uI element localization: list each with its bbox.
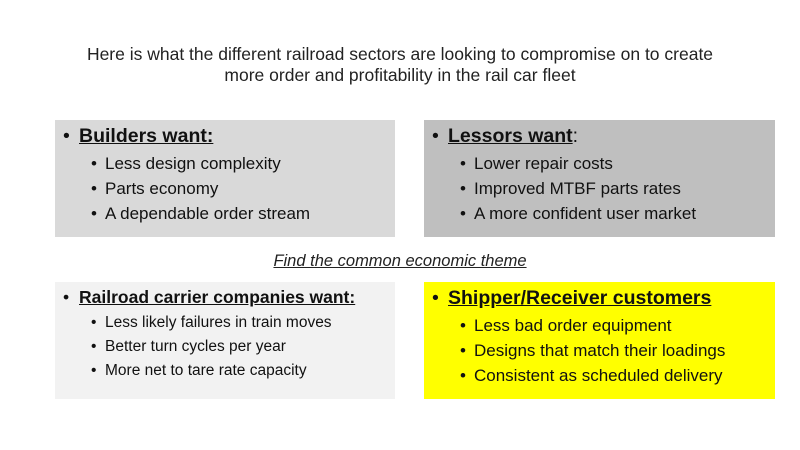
intro-line-1: Here is what the different railroad sect… bbox=[86, 44, 714, 64]
bullet: • bbox=[460, 179, 466, 198]
list-item-text: Less likely failures in train moves bbox=[105, 314, 332, 331]
lessors-heading: • Lessors want: bbox=[432, 124, 765, 148]
list-item-text: A more confident user market bbox=[474, 204, 697, 223]
list-item-text: Parts economy bbox=[105, 179, 219, 198]
bullet: • bbox=[91, 179, 97, 198]
list-item: • Less bad order equipment bbox=[460, 313, 765, 338]
intro-text: Here is what the different railroad sect… bbox=[40, 44, 760, 86]
list-item-text: Less design complexity bbox=[105, 154, 281, 173]
list-item: • More net to tare rate capacity bbox=[91, 359, 385, 383]
bullet: • bbox=[460, 204, 466, 223]
shippers-heading: • Shipper/Receiver customers bbox=[432, 286, 765, 310]
list-item: • Lower repair costs bbox=[460, 151, 765, 176]
bullet: • bbox=[91, 362, 97, 379]
bullet: • bbox=[432, 287, 439, 309]
shippers-box: • Shipper/Receiver customers • Less bad o… bbox=[424, 282, 775, 399]
bullet: • bbox=[63, 287, 70, 307]
shippers-list: • Less bad order equipment • Designs that … bbox=[432, 313, 765, 388]
builders-box: • Builders want: • Less design complexity… bbox=[55, 120, 395, 237]
bullet: • bbox=[460, 341, 466, 360]
list-item: • Designs that match their loadings bbox=[460, 338, 765, 363]
list-item: • Less design complexity bbox=[91, 151, 385, 176]
builders-heading: • Builders want: bbox=[63, 124, 385, 148]
bullet: • bbox=[460, 316, 466, 335]
list-item-text: Lower repair costs bbox=[474, 154, 613, 173]
list-item-text: Less bad order equipment bbox=[474, 316, 672, 335]
lessors-box: • Lessors want: • Lower repair costs • Imp… bbox=[424, 120, 775, 237]
list-item: • A more confident user market bbox=[460, 201, 765, 226]
list-item-text: Consistent as scheduled delivery bbox=[474, 366, 723, 385]
bullet: • bbox=[91, 314, 97, 331]
bullet: • bbox=[63, 125, 70, 147]
shippers-heading-text: Shipper/Receiver customers bbox=[448, 287, 712, 309]
builders-list: • Less design complexity • Parts economy •… bbox=[63, 151, 385, 226]
list-item-text: More net to tare rate capacity bbox=[105, 362, 307, 379]
list-item: • A dependable order stream bbox=[91, 201, 385, 226]
list-item: • Parts economy bbox=[91, 176, 385, 201]
bullet: • bbox=[460, 154, 466, 173]
list-item-text: Better turn cycles per year bbox=[105, 338, 286, 355]
list-item-text: Improved MTBF parts rates bbox=[474, 179, 681, 198]
carriers-list: • Less likely failures in train moves • Be… bbox=[63, 311, 385, 383]
list-item: • Improved MTBF parts rates bbox=[460, 176, 765, 201]
list-item: • Consistent as scheduled delivery bbox=[460, 363, 765, 388]
lessors-heading-text: Lessors want bbox=[448, 125, 573, 147]
list-item-text: Designs that match their loadings bbox=[474, 341, 726, 360]
list-item-text: A dependable order stream bbox=[105, 204, 311, 223]
list-item: • Less likely failures in train moves bbox=[91, 311, 385, 335]
lessors-heading-colon: : bbox=[572, 125, 579, 147]
bullet: • bbox=[91, 204, 97, 223]
bullet: • bbox=[91, 338, 97, 355]
bullet: • bbox=[432, 125, 439, 147]
lessors-list: • Lower repair costs • Improved MTBF parts… bbox=[432, 151, 765, 226]
common-theme-caption: Find the common economic theme bbox=[273, 252, 527, 270]
carriers-heading-text: Railroad carrier companies want: bbox=[79, 287, 356, 307]
intro-line-2: more order and profitability in the rail… bbox=[224, 65, 576, 85]
carriers-box: • Railroad carrier companies want: • Less… bbox=[55, 282, 395, 399]
builders-heading-text: Builders want: bbox=[79, 125, 214, 147]
list-item: • Better turn cycles per year bbox=[91, 335, 385, 359]
bullet: • bbox=[91, 154, 97, 173]
bullet: • bbox=[460, 366, 466, 385]
carriers-heading: • Railroad carrier companies want: bbox=[63, 286, 385, 308]
